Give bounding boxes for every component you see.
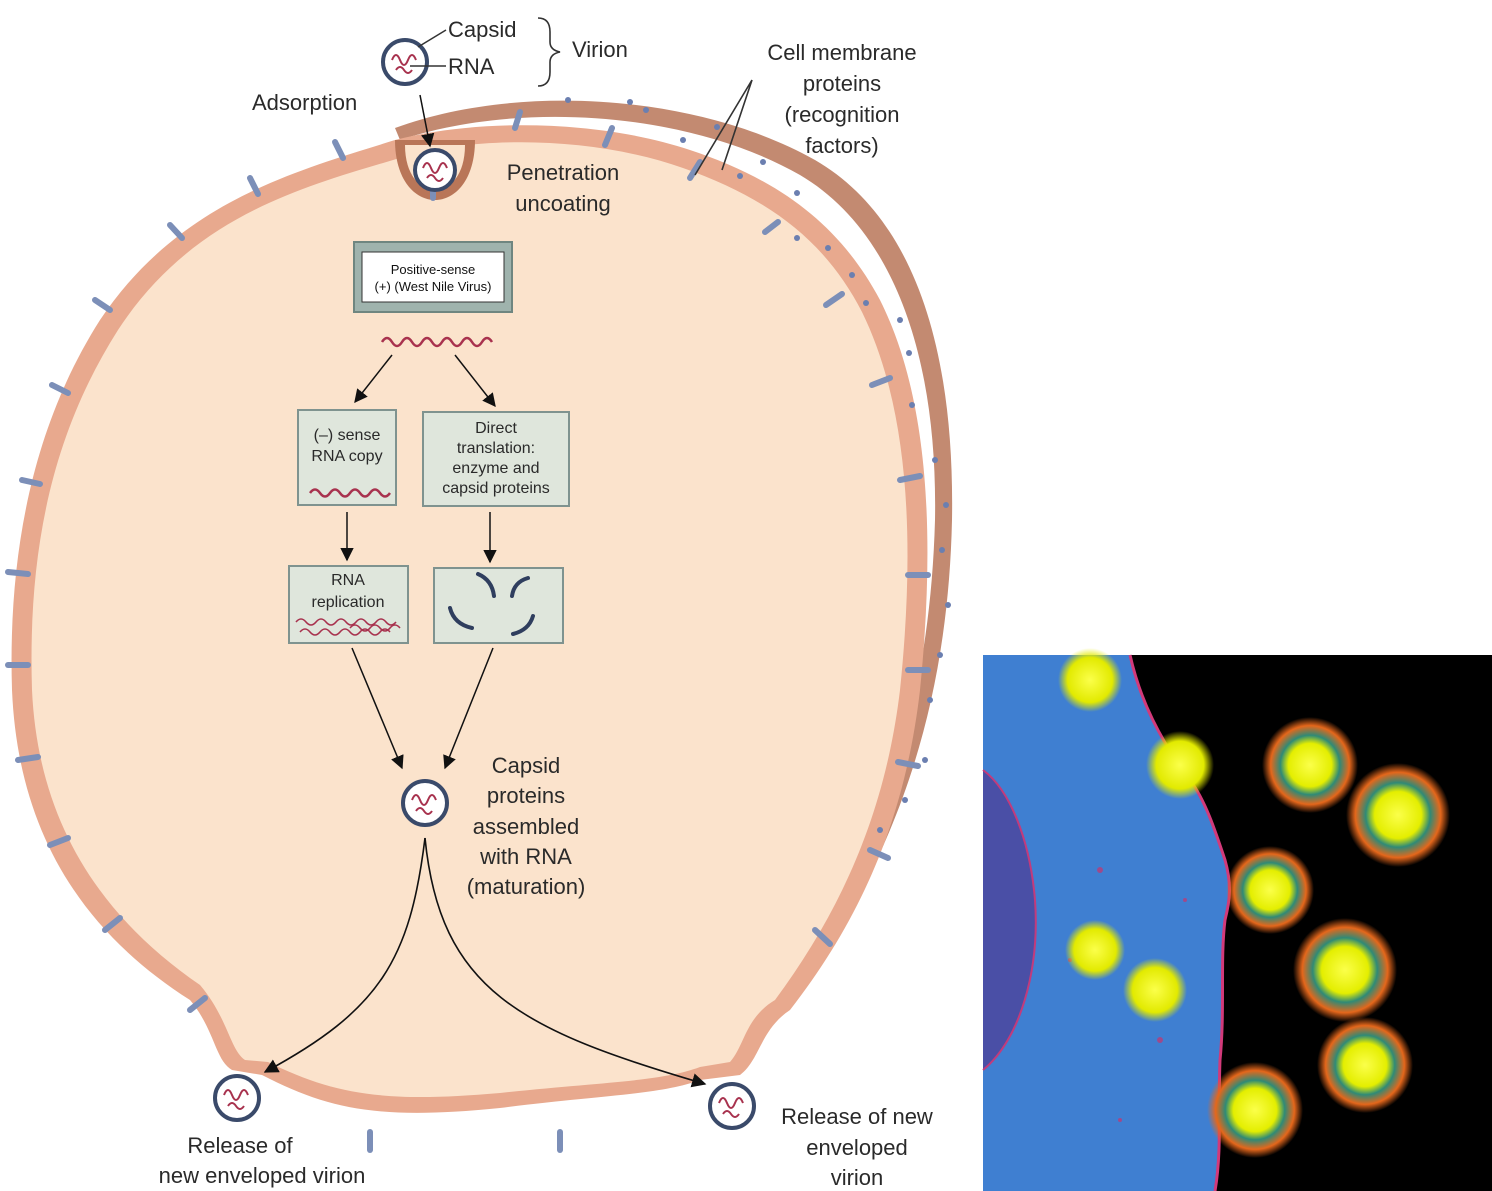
label-positive-sense-2: (+) (West Nile Virus) <box>375 279 492 294</box>
label-release-right-2: enveloped <box>806 1135 908 1160</box>
genome-rna-strand <box>380 336 494 348</box>
virion-released-right <box>708 1082 756 1130</box>
rna-replication-box: RNA replication <box>288 565 409 644</box>
label-minus-sense-1: (–) sense <box>314 427 381 444</box>
virion-entering <box>413 148 457 192</box>
label-replication-2: replication <box>312 594 385 611</box>
label-assembly-4: with RNA <box>479 844 572 869</box>
label-minus-sense-2: RNA copy <box>311 448 382 465</box>
arrow-to-minus <box>354 354 393 404</box>
label-release-right-1: Release of new <box>781 1104 933 1129</box>
label-virion: Virion <box>572 37 628 62</box>
label-assembly-2: proteins <box>487 783 565 808</box>
label-assembly-3: assembled <box>473 814 579 839</box>
label-translation-2: translation: <box>457 440 535 457</box>
label-replication-1: RNA <box>331 572 365 589</box>
positive-sense-box: Positive-sense (+) (West Nile Virus) <box>353 241 513 313</box>
virion-released-left <box>213 1074 261 1122</box>
virion-top <box>381 38 429 86</box>
label-cell-membrane-1: Cell membrane <box>767 40 916 65</box>
virion-assembled <box>401 779 449 827</box>
arrow-release-left <box>263 837 426 1073</box>
label-penetration-2: uncoating <box>515 191 610 216</box>
label-release-left-1: Release of <box>187 1133 293 1158</box>
arrow-release-right <box>424 837 707 1088</box>
label-cell-membrane-4: factors) <box>805 133 878 158</box>
arrow-proteins-to-assembly <box>443 647 494 770</box>
membrane-proteins <box>5 109 931 1153</box>
label-cell-membrane-3: (recognition <box>785 102 900 127</box>
label-capsid: Capsid <box>448 17 516 42</box>
label-rna: RNA <box>448 54 495 79</box>
label-cell-membrane-2: proteins <box>803 71 881 96</box>
minus-sense-box: (–) sense RNA copy <box>297 409 397 506</box>
virion-brace <box>537 17 561 87</box>
label-positive-sense-1: Positive-sense <box>391 262 476 277</box>
label-translation-3: enzyme and <box>452 460 539 477</box>
arrow-adsorption <box>419 94 435 148</box>
label-translation-1: Direct <box>475 420 517 437</box>
electron-micrograph <box>982 648 1492 1191</box>
label-release-right-3: virion <box>831 1165 884 1190</box>
capsid-proteins-box <box>433 567 564 644</box>
recognition-factor-dots <box>565 97 951 833</box>
direct-translation-box: Direct translation: enzyme and capsid pr… <box>422 411 570 507</box>
arrow-to-translation <box>454 354 496 408</box>
capsid-pointer <box>417 29 447 48</box>
label-translation-4: capsid proteins <box>442 480 550 497</box>
label-release-left-2: new enveloped virion <box>159 1163 366 1188</box>
label-adsorption: Adsorption <box>252 90 357 115</box>
label-assembly-1: Capsid <box>492 753 560 778</box>
label-penetration-1: Penetration <box>507 160 620 185</box>
arrow-replication-to-assembly <box>351 647 404 770</box>
membrane-pointers <box>694 79 753 176</box>
label-assembly-5: (maturation) <box>467 874 586 899</box>
